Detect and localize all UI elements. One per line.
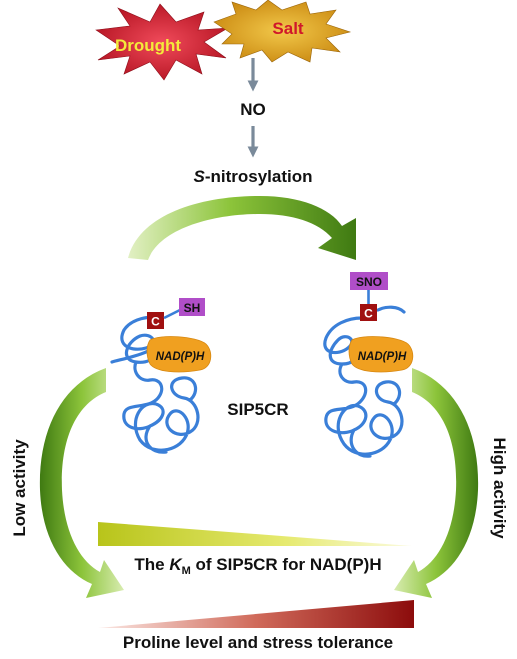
bond-left <box>163 308 181 320</box>
km-k: K <box>169 555 183 574</box>
coil-right <box>323 305 406 458</box>
sno-label: SNO <box>356 275 382 289</box>
high-activity-label: High activity <box>490 437 509 539</box>
salt-label: Salt <box>272 19 304 38</box>
salt-burst: Salt <box>213 0 352 63</box>
outcome-label: Proline level and stress tolerance <box>123 633 393 652</box>
cys-right-label: C <box>364 307 373 321</box>
nitrosylation-label: S-nitrosylation <box>193 167 312 186</box>
sh-label: SH <box>184 301 201 315</box>
protein-right: NAD(P)H C SNO <box>323 272 414 458</box>
km-label: The KM of SIP5CR for NAD(P)H <box>134 555 381 577</box>
cofactor-right-label: NAD(P)H <box>358 351 407 363</box>
km-prefix: The <box>134 555 169 574</box>
drought-burst: Drought <box>95 3 229 81</box>
km-wedge <box>98 522 412 546</box>
sh-box <box>179 298 205 316</box>
nitrosylation-suffix: -nitrosylation <box>205 167 313 186</box>
sno-box <box>350 272 388 290</box>
drought-label: Drought <box>115 36 181 55</box>
cys-left-box <box>147 312 164 329</box>
cofactor-right <box>348 336 414 373</box>
low-activity-label: Low activity <box>10 439 29 537</box>
cys-left-label: C <box>151 315 160 329</box>
right-green-arrow <box>394 368 479 598</box>
km-sub: M <box>182 565 191 577</box>
cys-right-box <box>360 304 377 321</box>
protein-left: NAD(P)H C SH <box>110 298 212 454</box>
protein-name: SIP5CR <box>227 400 288 419</box>
outcome-wedge <box>98 600 414 628</box>
top-green-arrow <box>128 196 356 260</box>
no-label: NO <box>240 100 266 119</box>
cofactor-left-label: NAD(P)H <box>156 351 205 363</box>
left-green-arrow <box>39 368 124 598</box>
nitrosylation-prefix: S <box>193 167 205 186</box>
cofactor-left <box>146 336 212 373</box>
km-suffix: of SIP5CR for NAD(P)H <box>191 555 382 574</box>
